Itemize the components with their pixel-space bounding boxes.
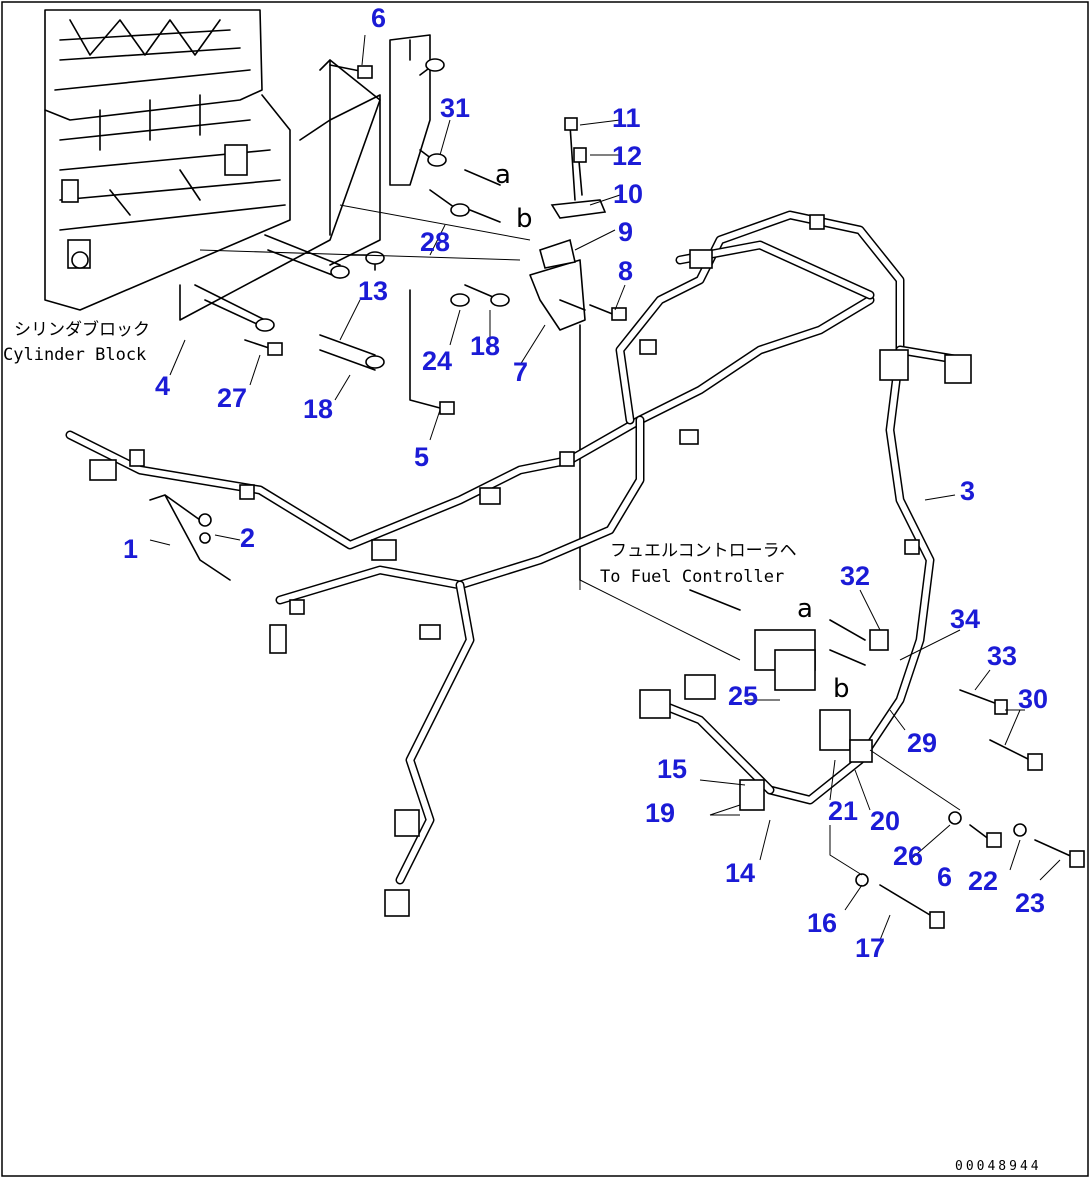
part-label-7: 7 bbox=[513, 357, 528, 387]
cylinder-block-jp-label: シリンダブロック bbox=[14, 319, 150, 340]
mounting-brackets bbox=[179, 34, 627, 581]
part-label-24: 24 bbox=[422, 346, 452, 376]
view-letter-a-right: a bbox=[797, 594, 813, 624]
part-label-14: 14 bbox=[725, 858, 755, 888]
part-label-1: 1 bbox=[123, 534, 138, 564]
leader-lines bbox=[149, 34, 1061, 941]
cylinder-block bbox=[44, 9, 291, 311]
part-label-25: 25 bbox=[728, 681, 758, 711]
drawing-code: 00048944 bbox=[955, 1159, 1042, 1174]
right-side-fasteners bbox=[579, 579, 1085, 929]
part-label-31: 31 bbox=[440, 93, 470, 123]
part-label-5: 5 bbox=[414, 442, 429, 472]
ground-wire bbox=[149, 494, 231, 581]
part-label-33: 33 bbox=[987, 641, 1017, 671]
view-letter-a-top: a bbox=[495, 160, 511, 190]
part-label-8: 8 bbox=[618, 256, 633, 286]
part-label-4: 4 bbox=[155, 371, 170, 401]
part-label-30: 30 bbox=[1018, 684, 1048, 714]
main-harness bbox=[65, 210, 972, 917]
part-label-23: 23 bbox=[1015, 888, 1045, 918]
part-label-18-right: 18 bbox=[470, 331, 500, 361]
part-label-19: 19 bbox=[645, 798, 675, 828]
part-label-26: 26 bbox=[893, 841, 923, 871]
fuel-controller-en-label: To Fuel Controller bbox=[600, 567, 784, 587]
part-label-12: 12 bbox=[612, 141, 642, 171]
part-label-17: 17 bbox=[855, 933, 885, 963]
fuel-controller-jp-label: フュエルコントローラヘ bbox=[610, 541, 797, 561]
part-label-9: 9 bbox=[618, 217, 633, 247]
part-label-6-top: 6 bbox=[371, 3, 386, 33]
part-label-29: 29 bbox=[907, 728, 937, 758]
part-label-3: 3 bbox=[960, 476, 975, 506]
part-label-27: 27 bbox=[217, 383, 247, 413]
part-label-2: 2 bbox=[240, 523, 255, 553]
part-label-18-left: 18 bbox=[303, 394, 333, 424]
part-label-34: 34 bbox=[950, 604, 980, 634]
part-label-22: 22 bbox=[968, 866, 998, 896]
part-label-28: 28 bbox=[420, 227, 450, 257]
part-label-10: 10 bbox=[613, 179, 643, 209]
view-letter-b-top: b bbox=[516, 204, 533, 234]
part-label-20: 20 bbox=[870, 806, 900, 836]
part-label-21: 21 bbox=[828, 796, 858, 826]
view-letter-b-right: b bbox=[833, 674, 850, 704]
part-label-16: 16 bbox=[807, 908, 837, 938]
cylinder-block-en-label: Cylinder Block bbox=[3, 345, 146, 365]
part-label-6-bottom: 6 bbox=[937, 862, 952, 892]
part-label-13: 13 bbox=[358, 276, 388, 306]
part-label-11: 11 bbox=[612, 103, 641, 133]
part-label-32: 32 bbox=[840, 561, 870, 591]
part-label-15: 15 bbox=[657, 754, 687, 784]
